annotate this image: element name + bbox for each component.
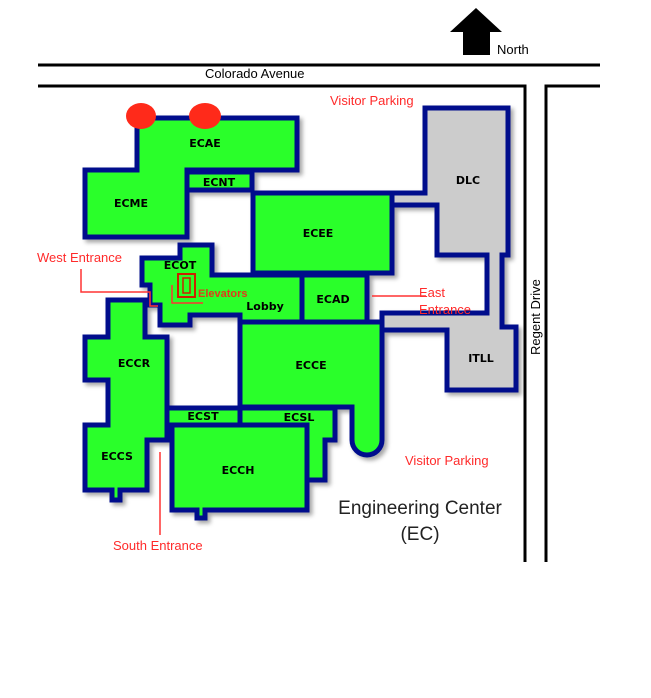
label-lobby: Lobby [246,300,284,313]
north-label: North [497,42,529,57]
label-ecst: ECST [187,410,219,423]
label-eccr: ECCR [118,357,151,370]
building-dlc-itll[interactable] [379,105,519,393]
label-ecnt: ECNT [203,176,236,189]
street-colorado-avenue: Colorado Avenue [205,66,305,81]
label-elevators: Elevators [198,288,248,300]
building-eccr-eccs[interactable] [82,297,170,503]
label-ecee: ECEE [303,227,334,240]
visitor-parking-north: Visitor Parking [330,93,414,108]
road-regent-drive [544,84,600,562]
label-ecot: ECOT [164,259,197,272]
building-ecce[interactable] [237,319,385,458]
map-title: Engineering Center [338,498,502,519]
marker-dot [189,103,221,129]
label-ecch: ECCH [222,464,255,477]
map-title-abbrev: (EC) [400,524,439,545]
street-regent-drive: Regent Drive [528,279,543,355]
elevator-pointer [171,285,203,304]
marker-dot [126,103,156,129]
elevator-icon [182,277,191,294]
visitor-parking-south: Visitor Parking [405,453,489,468]
label-east-entrance-1: East [419,285,445,300]
label-eccs: ECCS [101,450,133,463]
label-ecme: ECME [114,197,148,210]
label-south-entrance: South Entrance [113,538,203,553]
building-ecae-ecme[interactable] [82,115,300,240]
label-dlc: DLC [456,174,480,187]
label-ecsl: ECSL [284,411,315,424]
label-ecae: ECAE [189,137,221,150]
building-ecch[interactable] [169,422,310,521]
label-ecce: ECCE [295,359,326,372]
elevator-icon [177,273,196,298]
road-edge [38,84,527,562]
label-west-entrance: West Entrance [37,250,122,265]
north-arrow-icon [450,8,502,55]
west-entrance-pointer [80,269,158,307]
label-itll: ITLL [468,352,494,365]
label-east-entrance-2: Entrance [419,302,471,317]
building-ecad[interactable] [299,272,370,325]
label-ecad: ECAD [316,293,349,306]
building-ecnt[interactable] [184,169,255,193]
